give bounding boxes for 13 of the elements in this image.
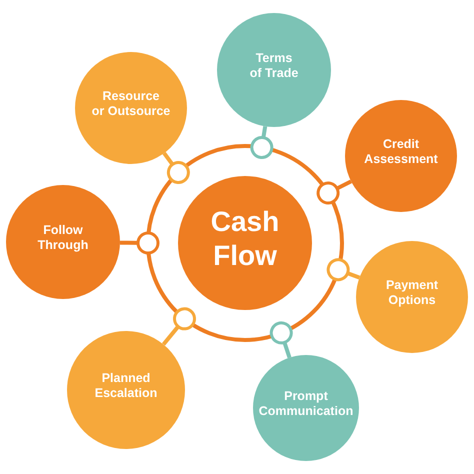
- connector: [162, 152, 190, 184]
- connector: [326, 258, 360, 282]
- circle-label: Planned Escalation: [94, 371, 158, 401]
- circle-label: Credit Assessment: [364, 137, 438, 167]
- connector: [250, 126, 274, 159]
- circle-label: Terms of Trade: [250, 51, 298, 81]
- circle-label: Payment Options: [386, 278, 438, 308]
- circle-label: Prompt Communication: [258, 389, 354, 419]
- ring: [146, 144, 344, 342]
- circle-label: Resource or Outsource: [92, 89, 170, 119]
- circle-label: Cash Flow: [210, 205, 280, 273]
- circle-label: Follow Through: [38, 223, 88, 253]
- connector: [316, 180, 352, 204]
